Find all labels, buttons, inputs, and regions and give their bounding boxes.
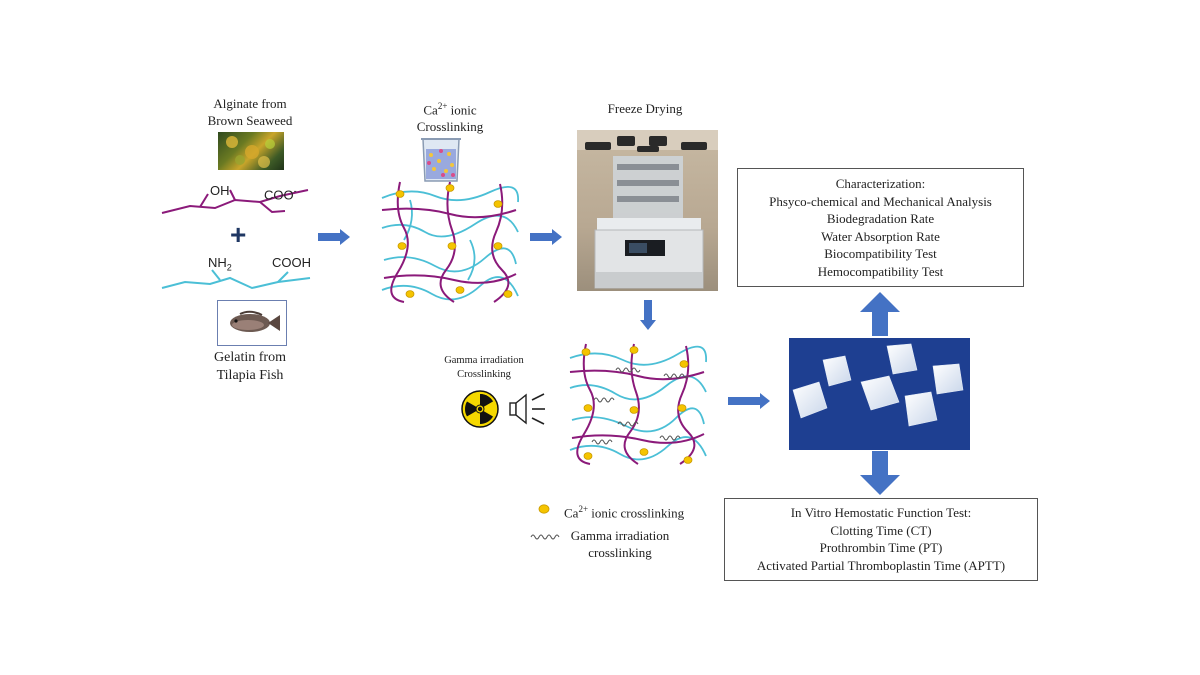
hemostatic-test-box: In Vitro Hemostatic Function Test: Clott… [724, 498, 1038, 581]
characterization-box: Characterization: Phsyco-chemical and Me… [737, 168, 1024, 287]
hemostatic-item: Prothrombin Time (PT) [819, 540, 943, 556]
hemostatic-item: Clotting Time (CT) [830, 522, 932, 538]
legend-gamma-spring [530, 534, 560, 540]
gelatin-chain [161, 269, 311, 290]
alginate-label: Alginate from Brown Seaweed [207, 96, 293, 128]
ca-crosslinking-label: Ca2+ ionic Crosslinking [416, 101, 484, 135]
arrow-down-2 [860, 451, 900, 495]
plus-sign: + [230, 219, 247, 250]
fish-image-frame [217, 300, 287, 346]
characterization-item: Biocompatibility Test [824, 246, 937, 262]
speaker-emission-icon [509, 393, 545, 425]
legend-ca-label: Ca2+ ionic crosslinking [564, 504, 685, 521]
arrow-right-2 [530, 229, 562, 245]
legend-gamma-label: Gamma irradiation crosslinking [570, 528, 670, 560]
coo-group-label: COO- [264, 186, 297, 203]
nh2-group-label: NH2 [208, 255, 232, 273]
radiation-icon [461, 390, 499, 428]
cooh-group-label: COOH [272, 255, 311, 270]
freeze-drying-title: Freeze Drying [607, 101, 683, 116]
seaweed-image [218, 132, 284, 170]
beaker-icon [421, 138, 461, 182]
freeze-dryer-photo [577, 130, 718, 291]
characterization-item: Phsyco-chemical and Mechanical Analysis [769, 193, 992, 209]
hemostatic-item: Activated Partial Thromboplastin Time (A… [756, 557, 1006, 573]
characterization-title: Characterization: [835, 176, 926, 191]
dual-network [569, 343, 707, 465]
legend-ca-node [538, 504, 550, 514]
arrow-right-3 [728, 393, 770, 409]
characterization-item: Biodegradation Rate [826, 211, 935, 227]
characterization-item: Water Absorption Rate [821, 228, 940, 244]
fish-icon [230, 310, 280, 332]
characterization-item: Hemocompatibility Test [817, 263, 944, 279]
sponge-photo [789, 338, 970, 450]
gelatin-label: Gelatin from Tilapia Fish [214, 350, 286, 383]
ca-network [381, 181, 519, 303]
alginate-chain [161, 189, 309, 214]
oh-group-label: OH [210, 183, 230, 198]
arrow-down-1 [640, 300, 656, 330]
gamma-irradiation-label: Gamma irradiation Crosslinking [444, 355, 524, 380]
arrow-up-1 [860, 292, 900, 336]
arrow-right-1 [318, 229, 350, 245]
hemostatic-title: In Vitro Hemostatic Function Test: [790, 505, 972, 520]
